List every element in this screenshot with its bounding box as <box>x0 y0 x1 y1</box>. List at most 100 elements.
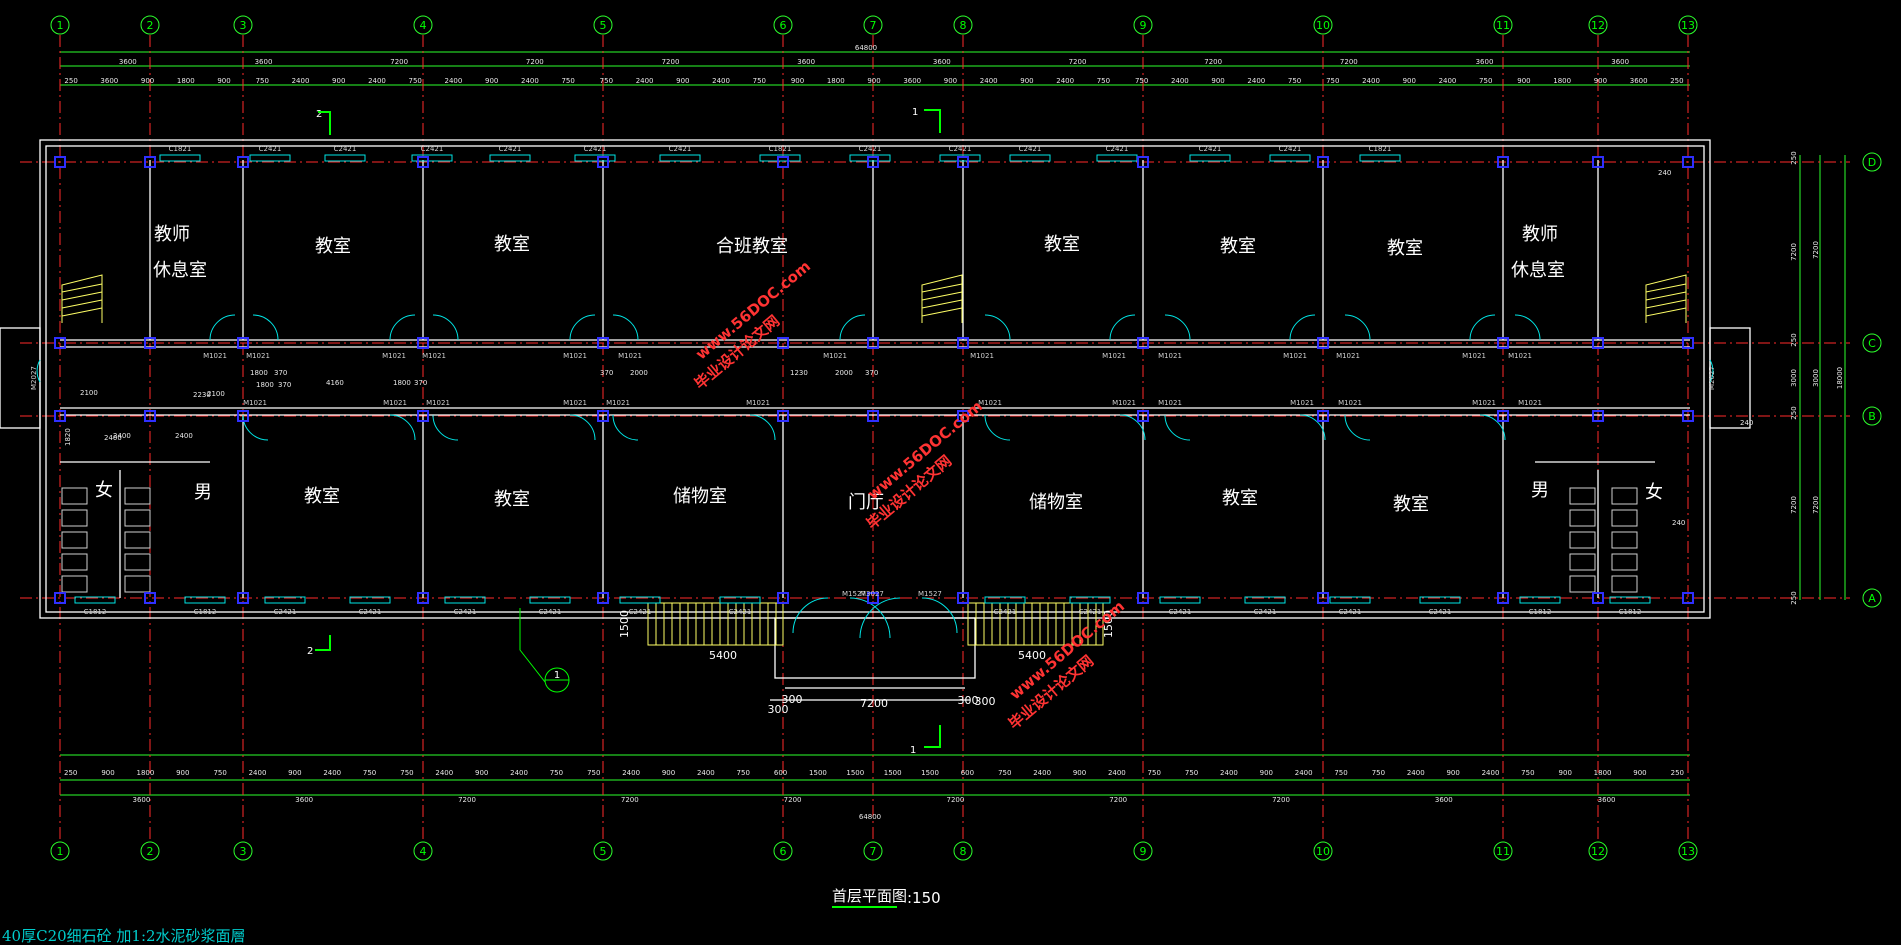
column-1A <box>54 592 66 604</box>
door-entrance-2: M3027 <box>860 590 884 598</box>
dim-bottom-b-19: 600 <box>774 769 787 777</box>
dim-top-b-1: 3600 <box>100 77 118 85</box>
dim-top-b-30: 900 <box>1211 77 1224 85</box>
door-bottom-label-8: M1021 <box>1158 399 1182 407</box>
window-top-14 <box>1359 154 1401 162</box>
axis-label-bottom-6: 6 <box>780 845 787 858</box>
corridor-dim-2: 1800 <box>250 369 268 377</box>
column-7B <box>867 410 879 422</box>
dim-top-b-35: 900 <box>1403 77 1416 85</box>
corridor-dim-6: 370 <box>278 381 291 389</box>
column-1C <box>54 337 66 349</box>
door-top-label-13: M1021 <box>1508 352 1532 360</box>
column-6A <box>777 592 789 604</box>
axis-label-bottom-1: 1 <box>57 845 64 858</box>
column-7D <box>867 156 879 168</box>
axis-label-bottom-12: 12 <box>1591 845 1605 858</box>
column-2A <box>144 592 156 604</box>
dim-right-total-1: 3000 <box>1812 369 1820 387</box>
dim-top-b-12: 2400 <box>521 77 539 85</box>
axis-bubble-top-6 <box>773 15 793 35</box>
dim-bottom-a-8: 3600 <box>1435 796 1453 804</box>
window-top-6 <box>659 154 701 162</box>
dim-top-b-21: 900 <box>867 77 880 85</box>
axis-bubble-bottom-4 <box>413 841 433 861</box>
axis-label-bottom-11: 11 <box>1496 845 1510 858</box>
axis-bubble-bottom-9 <box>1133 841 1153 861</box>
window-bottom-5 <box>529 596 571 604</box>
column-3C <box>237 337 249 349</box>
dim-top-b-2: 900 <box>141 77 154 85</box>
window-bottom-12 <box>1329 596 1371 604</box>
overall-dimension-bottom: 64800 <box>859 813 881 821</box>
dim-bottom-b-2: 1800 <box>136 769 154 777</box>
axis-bubble-bottom-3 <box>233 841 253 861</box>
column-12A <box>1592 592 1604 604</box>
window-top-label-5: C2421 <box>584 145 607 153</box>
door-top-label-9: M1021 <box>1158 352 1182 360</box>
corridor-dim-16: 2400 <box>113 432 131 440</box>
door-bottom-label-2: M1021 <box>426 399 450 407</box>
column-5A <box>597 592 609 604</box>
window-top-label-3: C2421 <box>421 145 444 153</box>
dim-right-total-2: 7200 <box>1812 496 1820 514</box>
corridor-dim-15: 2100 <box>207 390 225 398</box>
door-bottom-label-4: M1021 <box>606 399 630 407</box>
axis-label-top-6: 6 <box>780 19 787 32</box>
window-top-label-14: C1821 <box>1369 145 1392 153</box>
door-top-label-4: M1021 <box>563 352 587 360</box>
door-bottom-label-10: M1021 <box>1338 399 1362 407</box>
window-bottom-label-10: C2421 <box>1169 608 1192 616</box>
column-12C <box>1592 337 1604 349</box>
column-5B <box>597 410 609 422</box>
column-4A <box>417 592 429 604</box>
door-top-label-2: M1021 <box>382 352 406 360</box>
dim-bottom-b-36: 2400 <box>1407 769 1425 777</box>
door-bottom-label-9: M1021 <box>1290 399 1314 407</box>
corridor-dim-3: 370 <box>274 369 287 377</box>
axis-bubble-bottom-2 <box>140 841 160 861</box>
dim-bottom-b-9: 750 <box>400 769 413 777</box>
door-bottom-label-0: M1021 <box>243 399 267 407</box>
door-top-label-5: M1021 <box>618 352 642 360</box>
step-depth-right: 1500 <box>1102 610 1115 638</box>
column-10D <box>1317 156 1329 168</box>
window-bottom-label-1: C1812 <box>194 608 217 616</box>
dim-bottom-b-8: 750 <box>363 769 376 777</box>
dim-top-b-32: 750 <box>1288 77 1301 85</box>
toilet-fixtures <box>61 487 1638 593</box>
dim-top-b-38: 900 <box>1517 77 1530 85</box>
dim-top-b-0: 250 <box>64 77 77 85</box>
dim-top-a-9: 7200 <box>1340 58 1358 66</box>
dim-top-b-37: 750 <box>1479 77 1492 85</box>
dim-right-5: 7200 <box>1790 496 1798 514</box>
dim-bottom-a-1: 3600 <box>295 796 313 804</box>
axis-bubble-bottom-11 <box>1493 841 1513 861</box>
window-bottom-label-15: C1812 <box>1619 608 1642 616</box>
toilet-female-right: 女 <box>1645 482 1663 503</box>
column-6D <box>777 156 789 168</box>
dim-top-b-3: 1800 <box>177 77 195 85</box>
room-classroom-upper-1: 教室 <box>315 236 351 257</box>
dim-bottom-a-2: 7200 <box>458 796 476 804</box>
window-top-label-0: C1821 <box>169 145 192 153</box>
axis-bubble-bottom-13 <box>1678 841 1698 861</box>
dim-top-a-6: 3600 <box>933 58 951 66</box>
dim-bottom-b-18: 750 <box>737 769 750 777</box>
room-classroom-upper-2: 教室 <box>494 234 530 255</box>
dim-top-b-13: 750 <box>561 77 574 85</box>
window-top-2 <box>324 154 366 162</box>
dim-bottom-b-26: 2400 <box>1033 769 1051 777</box>
door-bottom-label-11: M1021 <box>1472 399 1496 407</box>
room-storage-right: 储物室 <box>1029 492 1083 513</box>
axis-label-top-9: 9 <box>1140 19 1147 32</box>
dim-bottom-b-15: 2400 <box>622 769 640 777</box>
corridor-dim-11: 2000 <box>630 369 648 377</box>
dim-right-total-3: 18000 <box>1836 367 1844 389</box>
window-bottom-label-13: C2421 <box>1429 608 1452 616</box>
column-4B <box>417 410 429 422</box>
dim-bottom-b-40: 900 <box>1559 769 1572 777</box>
drawing-title: 首层平面图 <box>832 887 907 905</box>
column-4C <box>417 337 429 349</box>
room-teacher-lounge-left-line2: 休息室 <box>153 260 207 281</box>
